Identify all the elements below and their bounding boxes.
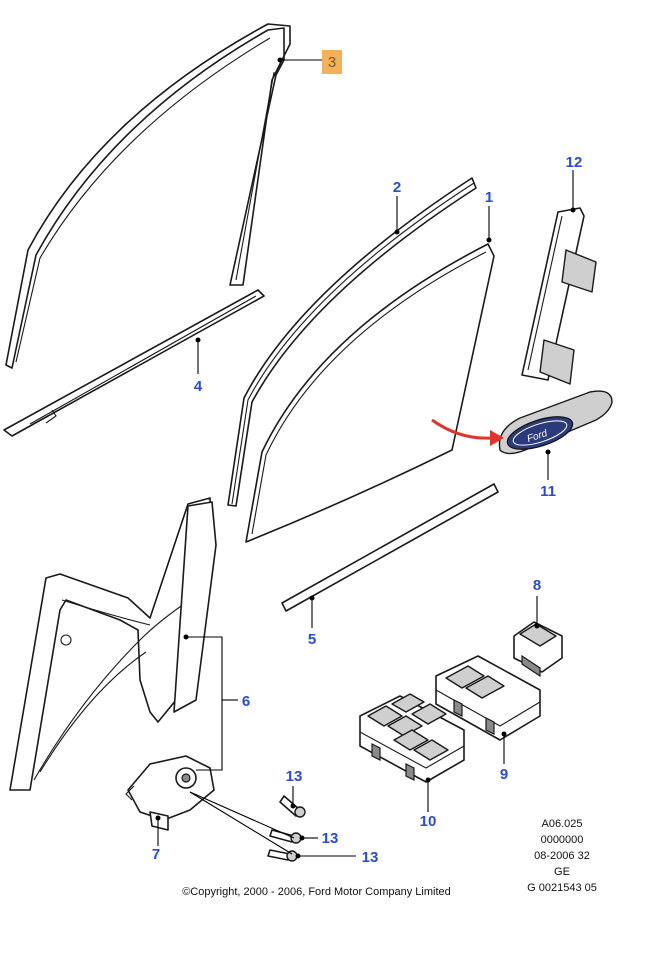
callout-11[interactable]: 11 [540, 483, 556, 500]
callout-10[interactable]: 10 [420, 813, 437, 830]
callout-2[interactable]: 2 [393, 179, 401, 196]
callout-9[interactable]: 9 [500, 766, 508, 783]
door-window-glass [245, 243, 495, 543]
callout-13-top[interactable]: 13 [286, 768, 303, 785]
single-window-switch [513, 621, 563, 678]
callout-8[interactable]: 8 [533, 577, 541, 594]
callout-5[interactable]: 5 [308, 631, 316, 648]
screw-bottom [267, 849, 298, 862]
screw-middle [269, 829, 302, 844]
double-window-switch [435, 655, 541, 741]
callout-13-bottom[interactable]: 13 [362, 849, 379, 866]
ref-line-2: 0000000 [540, 834, 584, 846]
copyright-notice: ©Copyright, 2000 - 2006, Ford Motor Comp… [182, 886, 451, 898]
reference-block: A06.025 0000000 08-2006 32 GE G 0021543 … [512, 816, 612, 896]
outer-glass-seal [227, 177, 477, 507]
leader-lines [155, 57, 576, 859]
callout-12[interactable]: 12 [566, 154, 583, 171]
window-regulator [9, 497, 217, 791]
callout-4[interactable]: 4 [194, 378, 203, 395]
callout-13-middle[interactable]: 13 [322, 830, 339, 847]
callout-6[interactable]: 6 [242, 693, 250, 710]
ref-line-1: A06.025 [541, 818, 583, 830]
callout-3[interactable]: 3 [328, 54, 336, 71]
ref-line-4: GE [554, 866, 570, 878]
ref-line-3: 08-2006 32 [534, 850, 590, 862]
callout-7[interactable]: 7 [152, 846, 160, 863]
direction-arrow [431, 418, 504, 446]
quad-window-switch [359, 693, 465, 783]
highlight-box [322, 50, 342, 74]
glass-run-channel [5, 23, 291, 369]
inner-belt-weatherstrip [3, 289, 265, 437]
window-motor [125, 755, 215, 831]
ref-line-5: G 0021543 05 [527, 882, 597, 894]
ford-badge: Ford [498, 390, 613, 455]
mirror-bracket [521, 207, 597, 385]
outer-belt-moulding [281, 483, 499, 612]
callout-1[interactable]: 1 [485, 189, 493, 206]
